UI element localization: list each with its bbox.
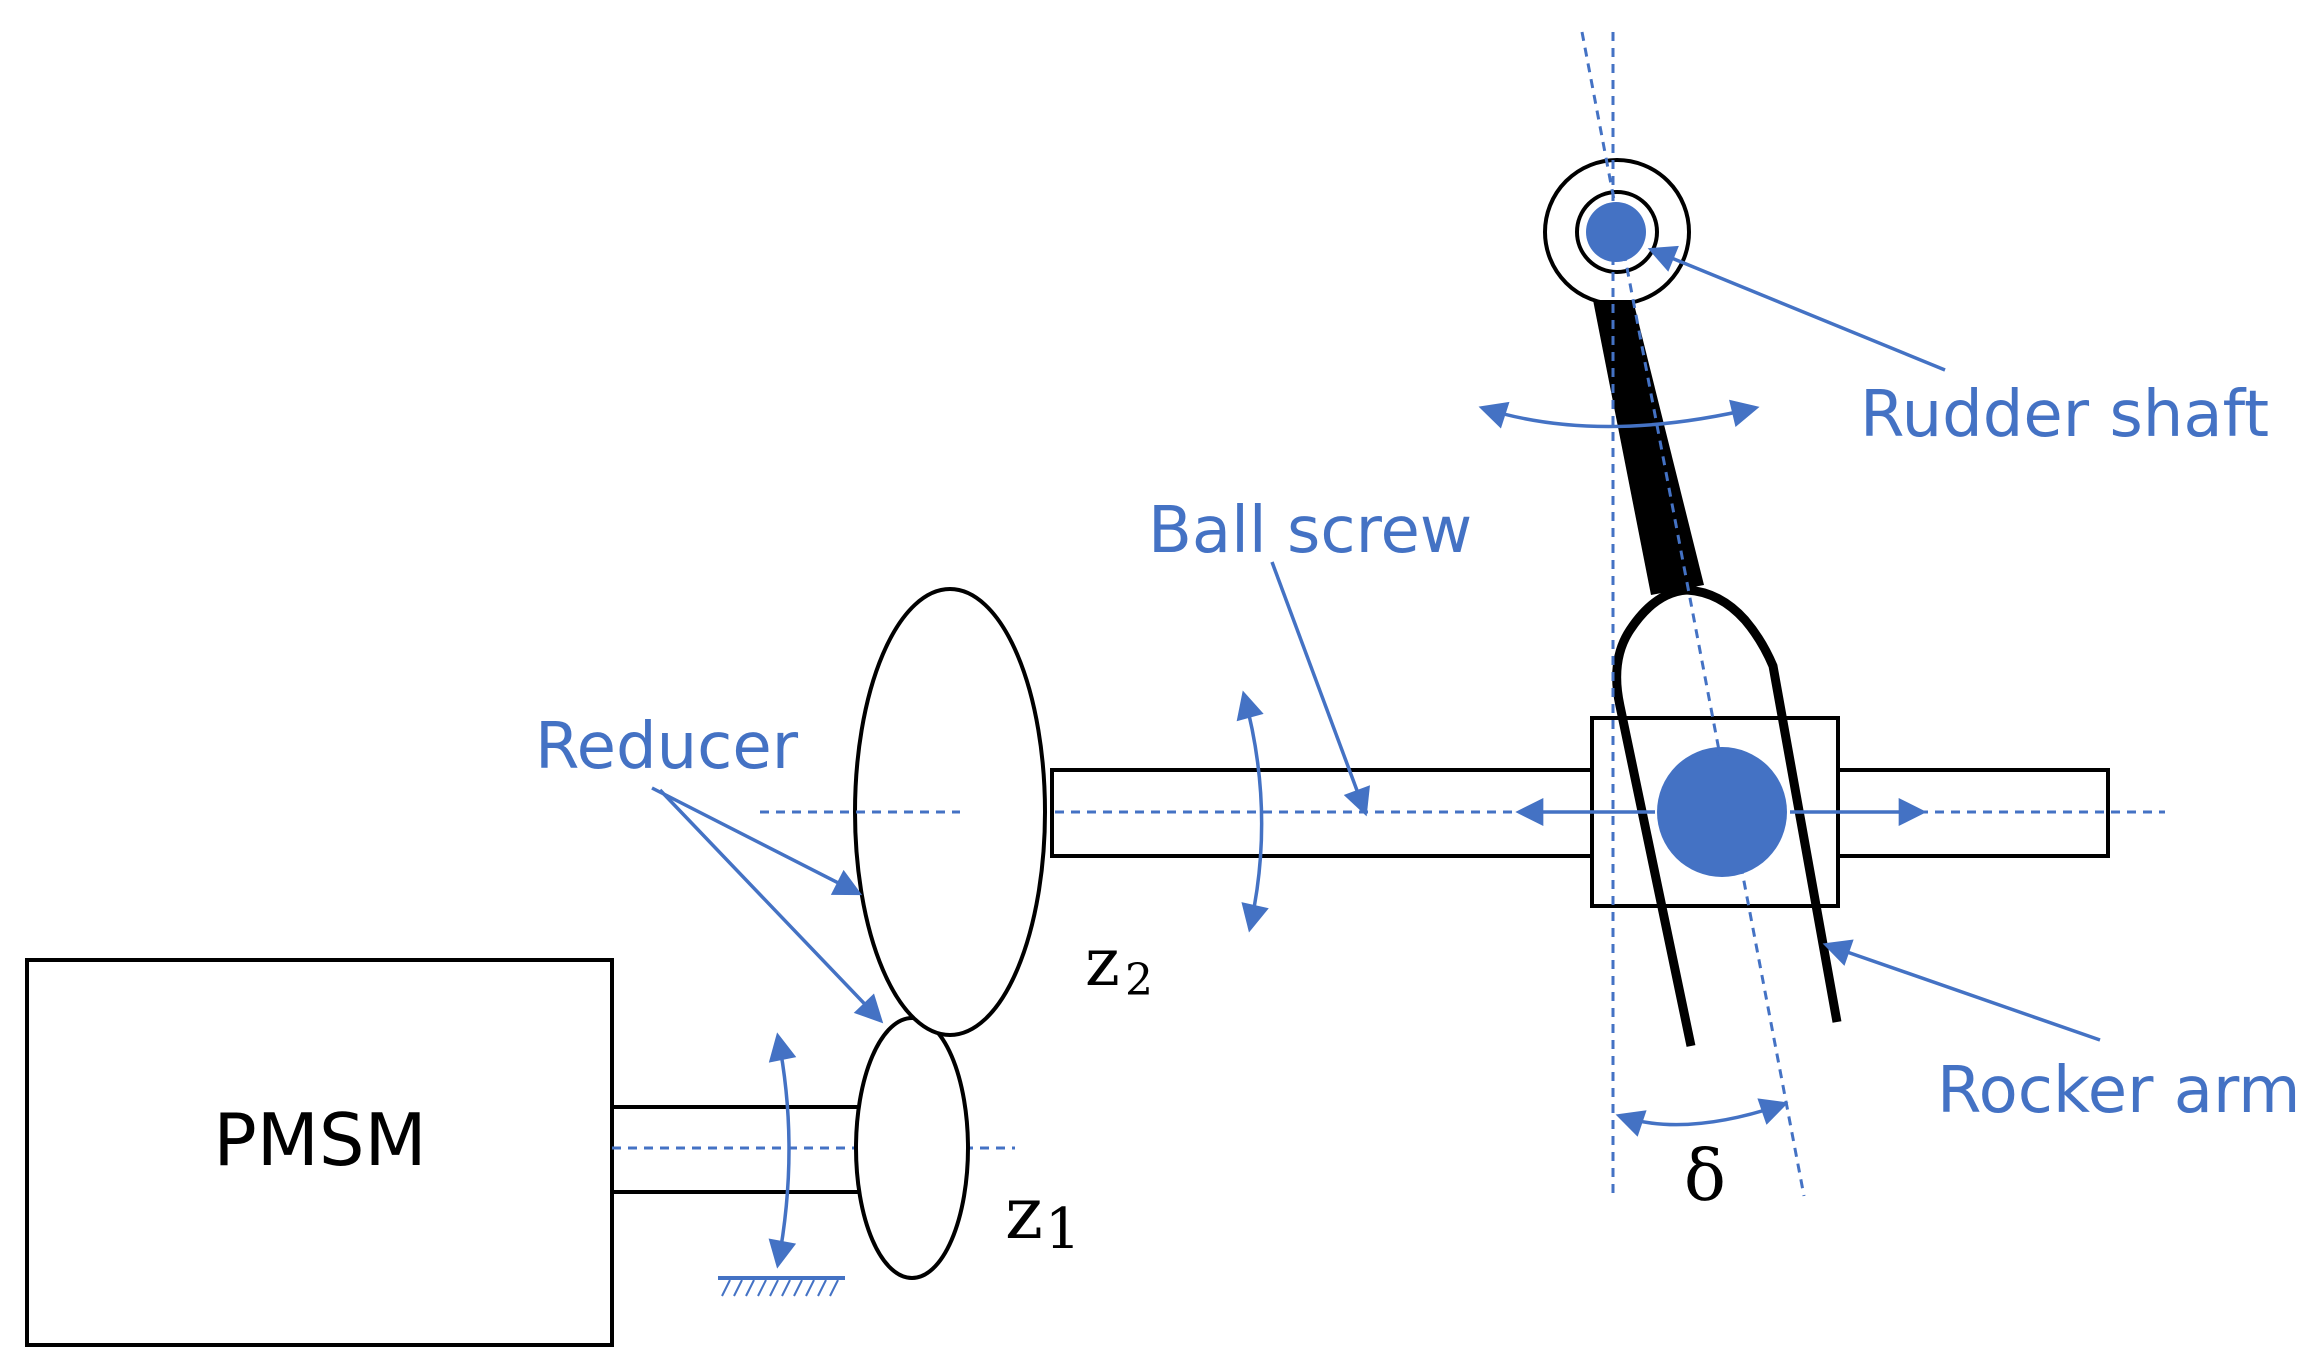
gear-z2-label: z 2	[1085, 924, 1153, 1006]
rudder-shaft-pin	[1586, 202, 1646, 262]
gear-z2	[853, 587, 1047, 1037]
rocker-arm-label: Rocker arm	[1937, 1054, 2301, 1128]
tiller-bar	[1593, 300, 1704, 595]
rudder-shaft-ring	[1575, 190, 1659, 274]
ground-symbol	[718, 1276, 845, 1297]
reducer-leader-z2	[651, 786, 863, 896]
reducer-label: Reducer	[535, 710, 799, 784]
rocker-ball	[1657, 747, 1787, 877]
svg-text:2: 2	[1125, 955, 1153, 1006]
motor-label: PMSM	[213, 1098, 426, 1182]
inclined-reference-line	[1580, 31, 1806, 1197]
motor-rotation-arrow	[768, 1032, 797, 1269]
motor-shaft	[610, 1105, 897, 1194]
gear-z1-label: z 1	[1005, 1171, 1081, 1262]
svg-text:z: z	[1005, 1171, 1043, 1255]
gear-z1	[854, 1016, 970, 1280]
ball-screw-rotation-arrow	[1236, 690, 1269, 933]
angle-delta-label: δ	[1684, 1135, 1726, 1217]
rocker-arm-leader	[1822, 939, 2101, 1042]
angle-delta-arrow	[1615, 1098, 1789, 1137]
ball-screw-leader	[1270, 561, 1370, 817]
ball-screw-label: Ball screw	[1148, 494, 1472, 568]
svg-text:z: z	[1085, 924, 1120, 1001]
rudder-shaft-leader	[1647, 245, 1946, 372]
reducer-leader-z1	[658, 788, 884, 1024]
motor-body	[25, 958, 614, 1347]
rudder-shaft-label: Rudder shaft	[1860, 378, 2269, 452]
svg-text:1: 1	[1045, 1197, 1081, 1262]
rudder-rotation-arrow	[1478, 399, 1760, 429]
